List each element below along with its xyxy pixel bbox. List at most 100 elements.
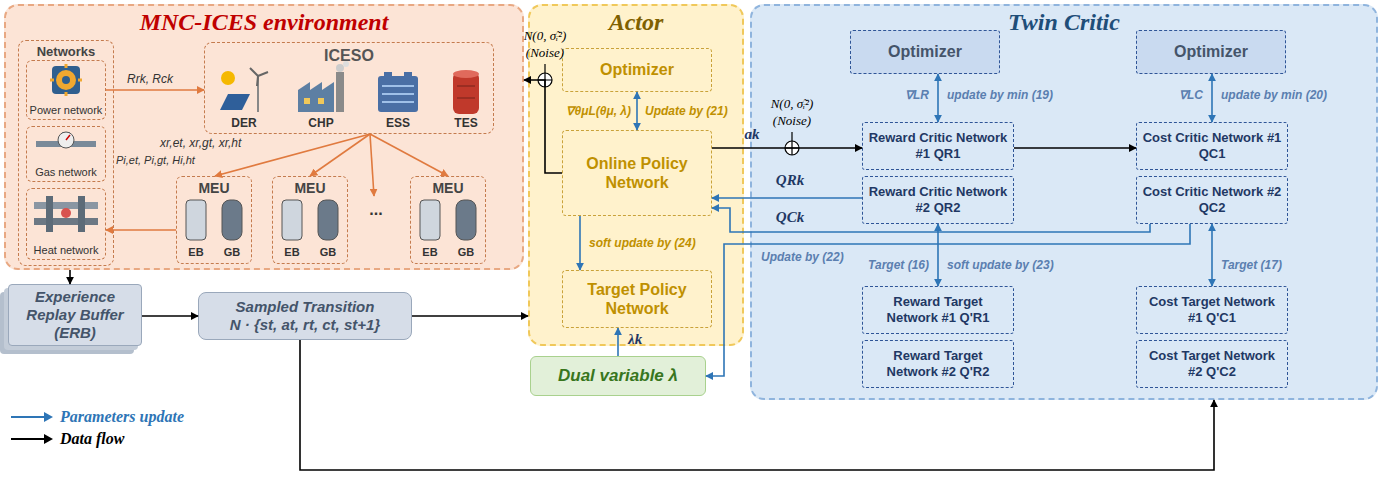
node-title: Experience Replay Buffer (ERB) [13, 288, 137, 342]
node-title: MEU [198, 180, 229, 197]
node-body: N · {st, at, rt, ct, st+1} [230, 316, 380, 334]
label: Update by (21) [644, 104, 729, 118]
device: CHP [290, 64, 352, 132]
dual-box: Dual variable λ [530, 356, 706, 396]
connector [1211, 74, 1213, 122]
noise-adder [538, 64, 799, 155]
network-box: Target Policy Network [562, 270, 712, 328]
label: Update by (22) [760, 250, 845, 264]
node-title: DER [231, 116, 256, 130]
legend-head [44, 434, 53, 444]
label: GB [224, 246, 241, 259]
label: EB [284, 246, 299, 259]
transition-box: Sampled TransitionN · {st, at, rt, ct, s… [198, 292, 412, 340]
node-title: Cost Critic Network #1 QC1 [1141, 130, 1283, 161]
target-box: Cost Target Network #2 Q'C2 [1136, 340, 1288, 388]
connector [69, 270, 71, 284]
node-title: Cost Target Network #1 Q'C1 [1141, 294, 1283, 325]
device: ESS [368, 64, 428, 132]
legend: Parameters updateData flow [10, 406, 184, 450]
node-title: Heat network [34, 244, 99, 257]
label: update by min (20) [1220, 88, 1328, 102]
label: λk [628, 331, 642, 348]
target-box: Reward Target Network #2 Q'R2 [862, 340, 1014, 388]
node-title: Reward Critic Network #1 QR1 [867, 130, 1009, 161]
label: Rrk, Rck [127, 72, 173, 86]
node-title: TES [454, 116, 477, 130]
label: EB [422, 246, 437, 259]
critic-box: Cost Critic Network #2 QC2 [1136, 176, 1288, 224]
connector [300, 340, 1214, 470]
node-title: Power network [30, 104, 103, 117]
legend-sample [10, 411, 54, 423]
optimizer-box: Optimizer [1136, 30, 1286, 74]
node-title: Actor [609, 9, 664, 36]
meu-box: MEU [410, 176, 486, 264]
node-title: Cost Target Network #2 Q'C2 [1141, 348, 1283, 379]
label: EB [188, 246, 203, 259]
label: ak [745, 126, 760, 143]
gas-icon [36, 132, 96, 148]
connector [1014, 147, 1136, 149]
label: N(0, σ̃ᵢ²) [524, 28, 567, 44]
meu-icons [186, 200, 476, 240]
legend-row: Data flow [10, 428, 184, 450]
device: TES [444, 64, 488, 132]
der-icon [220, 68, 268, 112]
node-title: Optimizer [1174, 42, 1248, 61]
connector [106, 229, 176, 231]
buffer-box: Experience Replay Buffer (ERB) [8, 284, 142, 346]
critic-box: Reward Critic Network #1 QR1 [862, 122, 1014, 170]
node-title: Target Policy Network [567, 280, 707, 318]
connector [1211, 224, 1213, 286]
network-box: Gas network [26, 126, 106, 182]
extra-arrow [370, 134, 374, 196]
connector [617, 328, 619, 356]
connector [310, 134, 370, 176]
node-title: Cost Critic Network #2 QC2 [1141, 184, 1283, 215]
optimizer-box: Optimizer [562, 48, 712, 92]
legend-line [11, 438, 46, 440]
connector [106, 89, 204, 91]
connector [215, 134, 370, 176]
group-box: NetworksPower networkGas networkHeat net… [18, 40, 114, 266]
node-title: MEU [294, 180, 325, 197]
label: (Noise) [526, 45, 564, 61]
node-title: Twin Critic [1008, 9, 1120, 36]
ess-icon [378, 72, 418, 112]
network-box: Power network [26, 60, 106, 120]
network-box: Online Policy Network [562, 130, 712, 216]
label: soft update by (24) [588, 236, 697, 250]
label: (Noise) [773, 113, 811, 129]
node-title: Reward Critic Network #2 QR2 [867, 184, 1009, 215]
optimizer-box: Optimizer [850, 30, 1000, 74]
heat-icon [34, 196, 98, 232]
device: DER [214, 64, 274, 132]
node-title: Sampled Transition [236, 298, 375, 316]
node-title: Optimizer [600, 60, 674, 79]
node-title: ICESO [324, 46, 374, 65]
panel: Twin CriticOptimizer OptimizerReward Crit… [750, 4, 1378, 400]
connector [937, 224, 939, 286]
label: soft update by (23) [946, 258, 1055, 272]
label: Target (17) [1220, 258, 1283, 272]
label: GB [320, 246, 337, 259]
legend-row: Parameters update [10, 406, 184, 428]
connector [636, 92, 638, 130]
label: QCk [776, 209, 804, 226]
tes-icon [453, 70, 479, 114]
label: ... [369, 200, 382, 219]
target-box: Cost Target Network #1 Q'C1 [1136, 286, 1288, 334]
meu-box: MEU [272, 176, 348, 264]
connector [524, 80, 562, 173]
meu-box: MEU [176, 176, 252, 264]
label: GB [458, 246, 475, 259]
node-title: CHP [308, 116, 333, 130]
critic-box: Reward Critic Network #2 QR2 [862, 176, 1014, 224]
node-title: Online Policy Network [567, 154, 707, 192]
panel: MNC-ICES environmentNetworksPower networ… [4, 4, 524, 270]
chp-icon [298, 61, 349, 112]
legend-line [11, 416, 46, 418]
power-icon [50, 64, 82, 96]
legend-sample [10, 433, 54, 445]
